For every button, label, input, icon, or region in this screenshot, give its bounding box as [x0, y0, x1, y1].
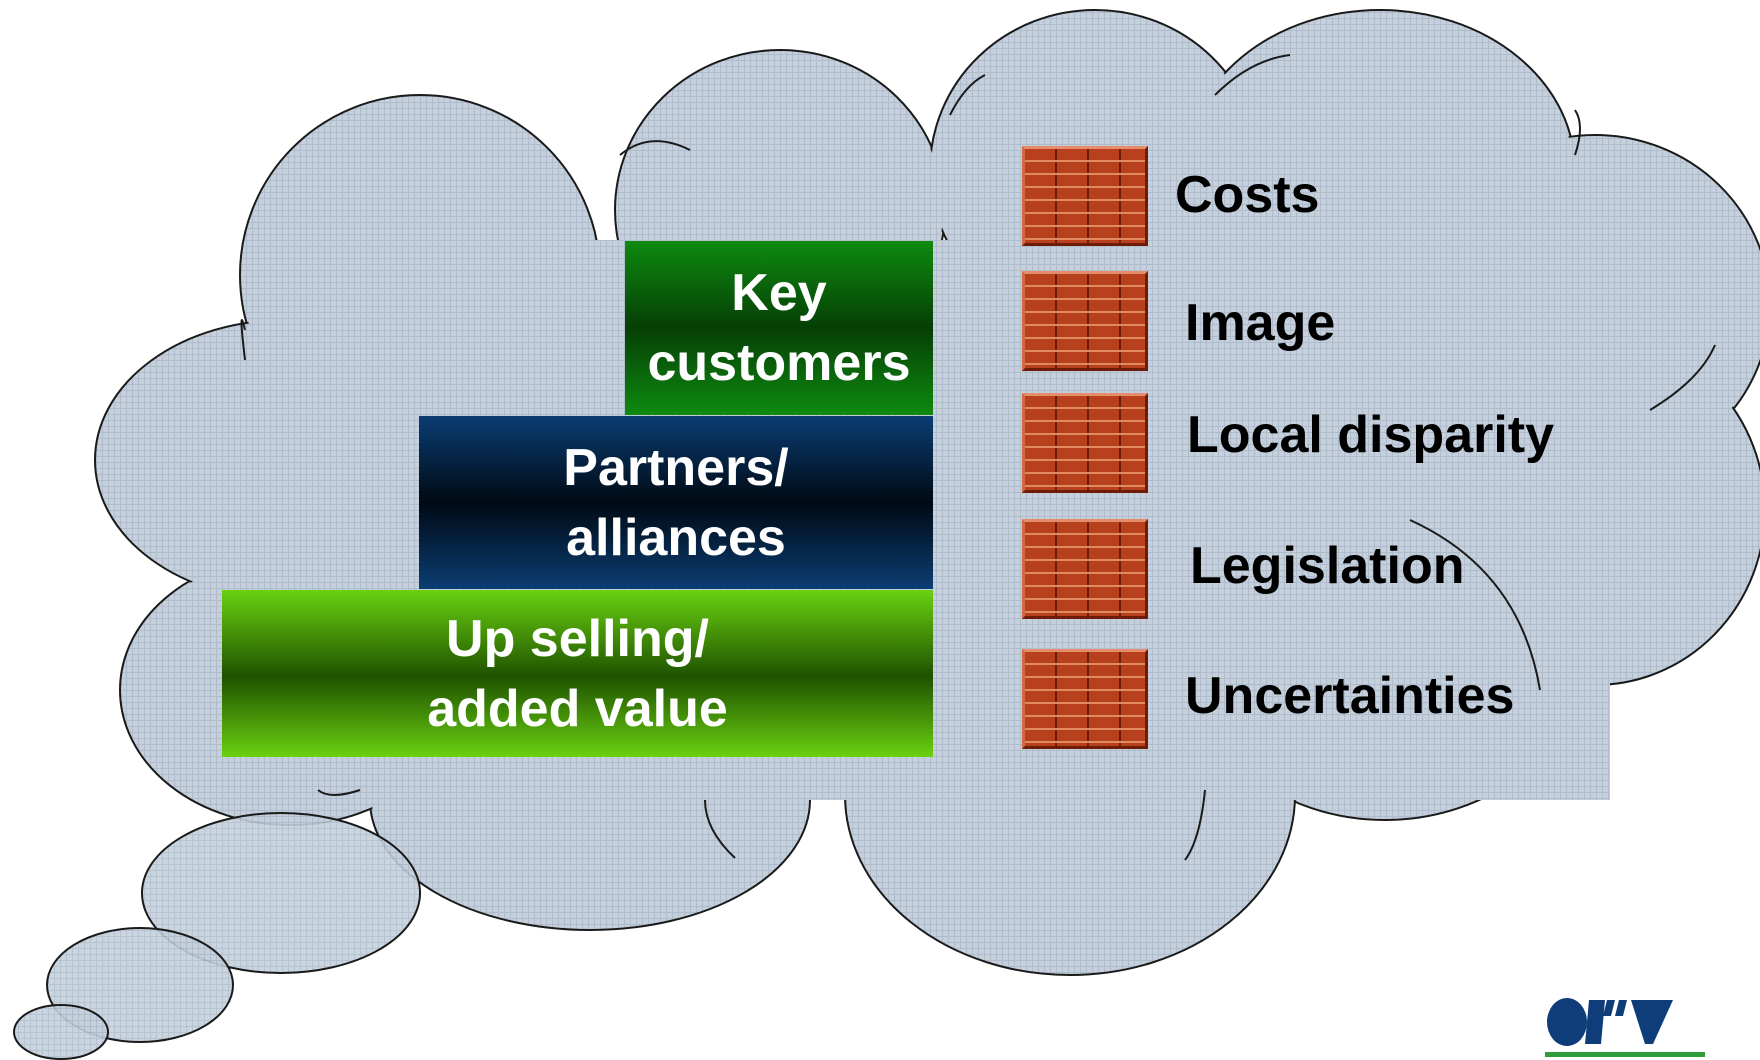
brick-wall-icon — [1022, 146, 1148, 246]
upselling-step: Up selling/ added value — [222, 590, 933, 757]
barrier-label-costs: Costs — [1175, 166, 1320, 224]
brick-wall-icon — [1022, 519, 1148, 619]
partners-line1: Partners/ — [563, 438, 789, 497]
brick-wall-icon — [1022, 393, 1148, 493]
brick-wall-icon — [1022, 271, 1148, 371]
barrier-label-legislation: Legislation — [1190, 537, 1465, 595]
barrier-label-uncertainties: Uncertainties — [1185, 667, 1515, 725]
upselling-line1: Up selling/ — [446, 609, 709, 668]
key-customers-line1: Key — [731, 264, 827, 322]
barrier-label-image: Image — [1185, 294, 1336, 352]
brick-wall-icon — [1022, 649, 1148, 749]
upselling-line2: added value — [427, 679, 728, 738]
key-customers-step: Key customers — [625, 241, 933, 415]
partners-alliances-step: Partners/ alliances — [419, 416, 933, 589]
key-customers-line2: customers — [647, 334, 911, 392]
barrier-label-local-disparity: Local disparity — [1187, 406, 1554, 464]
partners-line2: alliances — [566, 508, 786, 567]
omv-logo — [1545, 998, 1705, 1057]
